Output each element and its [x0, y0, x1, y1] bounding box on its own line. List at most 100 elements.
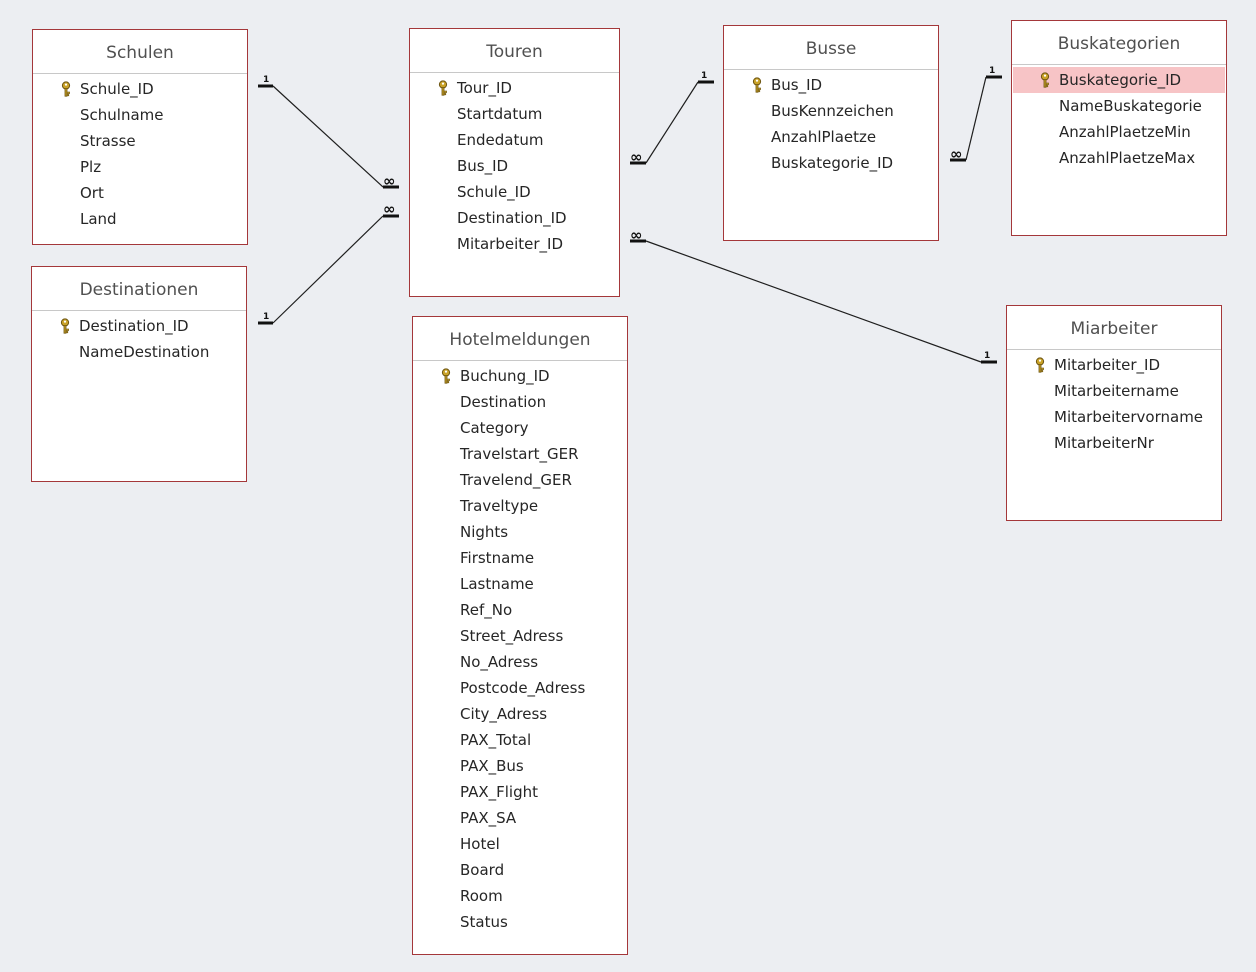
field-primary-key-buskategorie-id[interactable]: Buskategorie_ID	[1013, 67, 1225, 93]
field-destination-id[interactable]: Destination_ID	[411, 205, 618, 231]
field-name: Firstname	[460, 549, 535, 567]
field-postcode-adress[interactable]: Postcode_Adress	[414, 675, 626, 701]
field-name: PAX_SA	[460, 809, 517, 827]
field-mitarbeitername[interactable]: Mitarbeitername	[1008, 378, 1220, 404]
field-status[interactable]: Status	[414, 909, 626, 935]
field-strasse[interactable]: Strasse	[34, 128, 246, 154]
field-buskennzeichen[interactable]: BusKennzeichen	[725, 98, 937, 124]
field-name: Destination	[460, 393, 547, 411]
field-ort[interactable]: Ort	[34, 180, 246, 206]
one-marker: 1	[984, 351, 990, 361]
field-travelend-ger[interactable]: Travelend_GER	[414, 467, 626, 493]
field-namebuskategorie[interactable]: NameBuskategorie	[1013, 93, 1225, 119]
one-marker: 1	[989, 66, 995, 76]
field-primary-key-mitarbeiter-id[interactable]: Mitarbeiter_ID	[1008, 352, 1220, 378]
field-name: PAX_Total	[460, 731, 532, 749]
primary-key-icon	[1040, 72, 1050, 88]
field-name: Board	[460, 861, 505, 879]
field-firstname[interactable]: Firstname	[414, 545, 626, 571]
field-mitarbeitervorname[interactable]: Mitarbeitervorname	[1008, 404, 1220, 430]
table-title-hotelmeldungen[interactable]: Hotelmeldungen	[413, 317, 627, 361]
field-name: Traveltype	[460, 497, 539, 515]
field-name: Nights	[460, 523, 509, 541]
field-mitarbeiter-id[interactable]: Mitarbeiter_ID	[411, 231, 618, 257]
field-city-adress[interactable]: City_Adress	[414, 701, 626, 727]
field-buskategorie-id[interactable]: Buskategorie_ID	[725, 150, 937, 176]
relation-destinationen-touren[interactable]	[272, 215, 384, 324]
field-startdatum[interactable]: Startdatum	[411, 101, 618, 127]
field-schule-id[interactable]: Schule_ID	[411, 179, 618, 205]
many-marker: ∞	[630, 226, 643, 244]
table-title-busse[interactable]: Busse	[724, 26, 938, 70]
field-namedestination[interactable]: NameDestination	[33, 339, 245, 365]
table-title-miarbeiter[interactable]: Miarbeiter	[1007, 306, 1221, 350]
field-pax-total[interactable]: PAX_Total	[414, 727, 626, 753]
field-name: Bus_ID	[457, 157, 509, 175]
relation-busse-buskategorien[interactable]	[965, 76, 987, 161]
field-name: NameDestination	[79, 343, 210, 361]
field-name: Destination_ID	[79, 317, 189, 335]
field-name: Category	[460, 419, 529, 437]
relation-touren-busse[interactable]	[645, 81, 699, 164]
field-name: Schule_ID	[80, 80, 154, 98]
field-pax-bus[interactable]: PAX_Bus	[414, 753, 626, 779]
table-title-buskategorien[interactable]: Buskategorien	[1012, 21, 1226, 65]
field-name: Hotel	[460, 835, 500, 853]
field-primary-key-tour-id[interactable]: Tour_ID	[411, 75, 618, 101]
field-anzahlplaetzemin[interactable]: AnzahlPlaetzeMin	[1013, 119, 1225, 145]
relation-touren-miarbeiter[interactable]	[645, 240, 982, 363]
field-primary-key-bus-id[interactable]: Bus_ID	[725, 72, 937, 98]
field-name: Travelend_GER	[460, 471, 572, 489]
field-traveltype[interactable]: Traveltype	[414, 493, 626, 519]
table-title-schulen[interactable]: Schulen	[33, 30, 247, 74]
many-marker: ∞	[950, 145, 963, 163]
field-nights[interactable]: Nights	[414, 519, 626, 545]
field-lastname[interactable]: Lastname	[414, 571, 626, 597]
field-anzahlplaetzemax[interactable]: AnzahlPlaetzeMax	[1013, 145, 1225, 171]
field-no-adress[interactable]: No_Adress	[414, 649, 626, 675]
field-hotel[interactable]: Hotel	[414, 831, 626, 857]
relation-schulen-touren[interactable]	[272, 85, 384, 188]
field-name: Land	[80, 210, 117, 228]
field-name: No_Adress	[460, 653, 539, 671]
primary-key-icon	[752, 77, 762, 93]
field-primary-key-destination-id[interactable]: Destination_ID	[33, 313, 245, 339]
table-title-destinationen[interactable]: Destinationen	[32, 267, 246, 311]
field-anzahlplaetze[interactable]: AnzahlPlaetze	[725, 124, 937, 150]
table-destinationen[interactable]: Destinationen Destination_ID NameDestinat…	[31, 266, 247, 482]
primary-key-icon	[441, 368, 451, 384]
field-name: Plz	[80, 158, 102, 176]
field-endedatum[interactable]: Endedatum	[411, 127, 618, 153]
field-destination[interactable]: Destination	[414, 389, 626, 415]
field-plz[interactable]: Plz	[34, 154, 246, 180]
field-primary-key-schule-id[interactable]: Schule_ID	[34, 76, 246, 102]
field-travelstart-ger[interactable]: Travelstart_GER	[414, 441, 626, 467]
field-name: PAX_Flight	[460, 783, 538, 801]
field-land[interactable]: Land	[34, 206, 246, 232]
table-title-touren[interactable]: Touren	[410, 29, 619, 73]
field-pax-flight[interactable]: PAX_Flight	[414, 779, 626, 805]
field-board[interactable]: Board	[414, 857, 626, 883]
field-ref-no[interactable]: Ref_No	[414, 597, 626, 623]
field-room[interactable]: Room	[414, 883, 626, 909]
field-bus-id[interactable]: Bus_ID	[411, 153, 618, 179]
field-category[interactable]: Category	[414, 415, 626, 441]
field-name: Bus_ID	[771, 76, 823, 94]
field-name: Room	[460, 887, 503, 905]
field-mitarbeiternr[interactable]: MitarbeiterNr	[1008, 430, 1220, 456]
field-primary-key-buchung-id[interactable]: Buchung_ID	[414, 363, 626, 389]
field-schulname[interactable]: Schulname	[34, 102, 246, 128]
field-street-adress[interactable]: Street_Adress	[414, 623, 626, 649]
field-name: Lastname	[460, 575, 534, 593]
field-pax-sa[interactable]: PAX_SA	[414, 805, 626, 831]
field-list-destinationen: Destination_ID NameDestination	[32, 311, 246, 365]
field-name: Mitarbeiter_ID	[457, 235, 564, 253]
